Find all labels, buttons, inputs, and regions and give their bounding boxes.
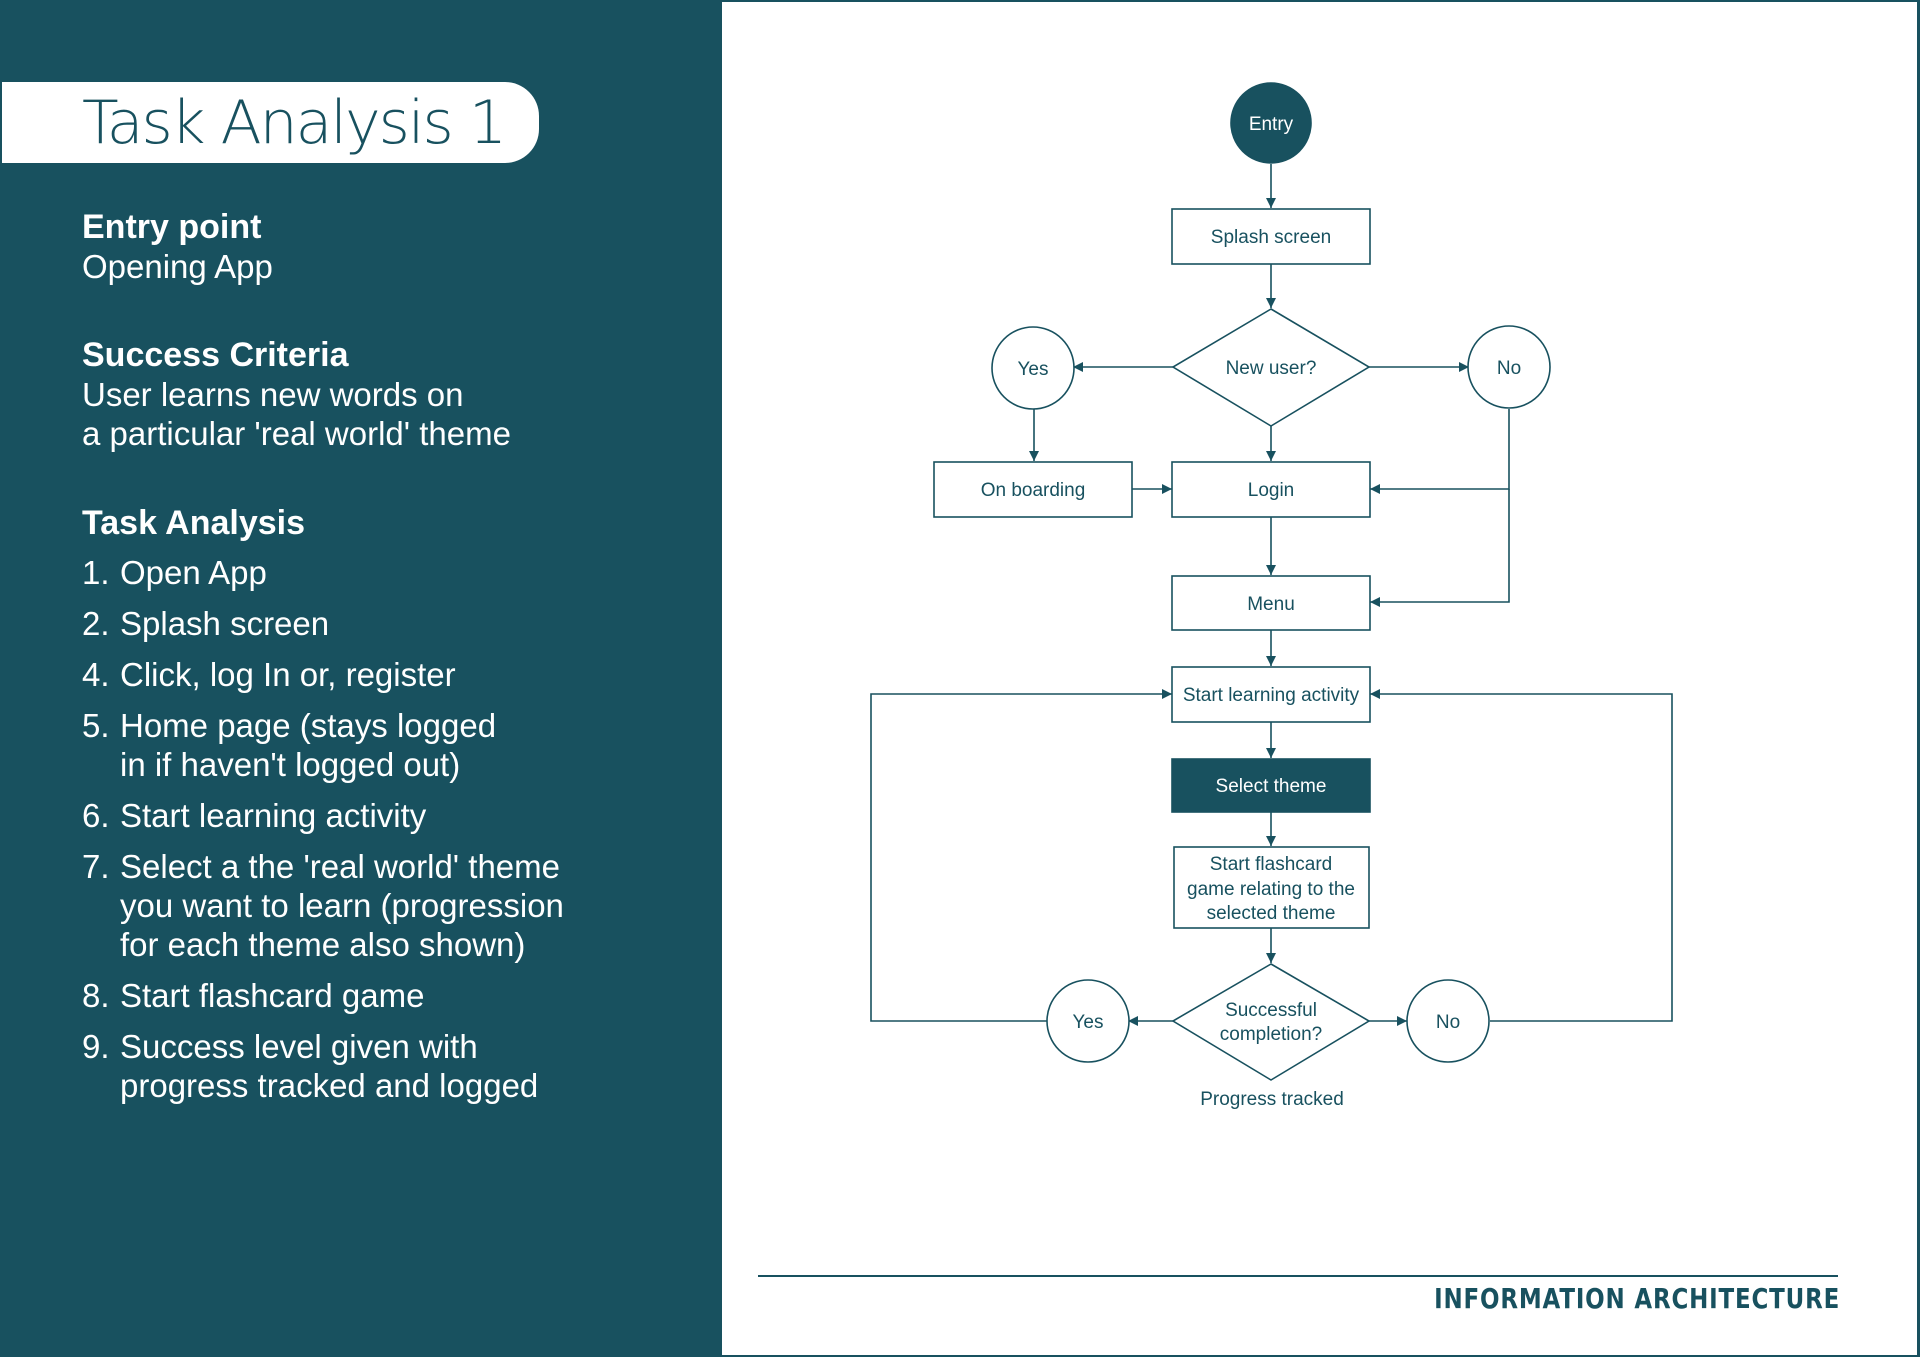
task-number: 8. xyxy=(82,977,110,1014)
task-number: 4. xyxy=(82,656,110,693)
title-banner: Task Analysis 1 xyxy=(2,82,539,163)
yes-node-2 xyxy=(1046,979,1130,1063)
progress-tracked-label: Progress tracked xyxy=(1200,1089,1344,1110)
success-criteria-line: User learns new words on xyxy=(82,376,464,413)
flashcard-node xyxy=(1173,846,1370,929)
task-text: Home page (stays logged xyxy=(120,707,497,744)
login-node xyxy=(1171,461,1371,518)
login-label: Login xyxy=(1248,480,1295,501)
task-item: 9. Success level given with progress tra… xyxy=(82,1027,564,1105)
success-criteria-section: Success Criteria User learns new words o… xyxy=(82,335,511,453)
task-text: Click, log In or, register xyxy=(120,656,456,693)
new-user-label: New user? xyxy=(1226,358,1317,379)
task-text: for each theme also shown) xyxy=(120,926,526,963)
task-item: 7. Select a the 'real world' theme you w… xyxy=(82,847,564,964)
task-item: 6. Start learning activity xyxy=(82,796,564,835)
task-item: 8. Start flashcard game xyxy=(82,976,564,1015)
task-number: 9. xyxy=(82,1028,110,1065)
left-panel: Task Analysis 1 Entry point Opening App … xyxy=(0,0,722,1357)
task-text: Success level given with xyxy=(120,1028,478,1065)
task-text: Splash screen xyxy=(120,605,330,642)
no-label-2: No xyxy=(1436,1012,1460,1033)
success-label-line: completion? xyxy=(1220,1024,1322,1045)
task-text: you want to learn (progression xyxy=(120,887,564,924)
menu-node xyxy=(1171,575,1371,631)
onboarding-label: On boarding xyxy=(981,480,1086,501)
connector-no-menu xyxy=(1370,489,1510,607)
success-label-line: Successful xyxy=(1225,1000,1317,1021)
splash-screen-label: Splash screen xyxy=(1211,227,1331,248)
entry-point-body: Opening App xyxy=(82,248,273,285)
success-criteria-line: a particular 'real world' theme xyxy=(82,415,511,452)
task-item: 4. Click, log In or, register xyxy=(82,655,564,694)
task-item: 1. Open App xyxy=(82,553,564,592)
start-learning-node xyxy=(1171,666,1371,723)
entry-point-section: Entry point Opening App xyxy=(82,207,273,286)
task-text: Select a the 'real world' theme xyxy=(120,848,560,885)
no-node-2 xyxy=(1406,979,1490,1063)
entry-node xyxy=(1230,82,1312,164)
task-text: Start learning activity xyxy=(120,797,427,834)
task-text: in if haven't logged out) xyxy=(120,746,461,783)
page-title: Task Analysis 1 xyxy=(82,88,507,158)
footer-label: INFORMATION ARCHITECTURE xyxy=(1433,1282,1840,1315)
flashcard-label-line: Start flashcard xyxy=(1210,854,1333,875)
connector-no-login xyxy=(1370,409,1510,494)
splash-screen-node xyxy=(1171,208,1371,265)
flashcard-label-line: game relating to the xyxy=(1187,879,1355,900)
select-theme-node xyxy=(1171,758,1371,813)
task-text: Start flashcard game xyxy=(120,977,425,1014)
no-node-1 xyxy=(1467,325,1551,409)
menu-label: Menu xyxy=(1247,594,1295,615)
task-number: 6. xyxy=(82,797,110,834)
yes-label-1: Yes xyxy=(1018,359,1049,380)
flashcard-label-line: selected theme xyxy=(1207,903,1336,924)
task-analysis-heading: Task Analysis xyxy=(82,504,306,542)
new-user-decision xyxy=(1171,308,1371,427)
entry-point-heading: Entry point xyxy=(82,208,262,246)
onboarding-node xyxy=(933,461,1133,518)
task-item: 5. Home page (stays logged in if haven't… xyxy=(82,706,564,784)
yes-label-2: Yes xyxy=(1073,1012,1104,1033)
task-list: 1. Open App 2. Splash screen 4. Click, l… xyxy=(82,553,564,1117)
select-theme-label: Select theme xyxy=(1216,776,1327,797)
loop-no-to-start xyxy=(1370,689,1673,1022)
no-label-1: No xyxy=(1497,358,1521,379)
task-text: Open App xyxy=(120,554,267,591)
success-decision xyxy=(1171,963,1371,1081)
entry-label: Entry xyxy=(1249,114,1294,135)
task-text: progress tracked and logged xyxy=(120,1067,539,1104)
task-item: 2. Splash screen xyxy=(82,604,564,643)
success-criteria-heading: Success Criteria xyxy=(82,336,349,374)
task-number: 2. xyxy=(82,605,110,642)
task-analysis-section: Task Analysis xyxy=(82,503,305,543)
task-number: 5. xyxy=(82,707,110,744)
task-number: 1. xyxy=(82,554,110,591)
start-learning-label: Start learning activity xyxy=(1183,685,1360,706)
yes-node-1 xyxy=(991,326,1075,410)
loop-yes-to-start xyxy=(870,689,1172,1022)
footer-divider xyxy=(758,1275,1838,1277)
task-number: 7. xyxy=(82,848,110,885)
